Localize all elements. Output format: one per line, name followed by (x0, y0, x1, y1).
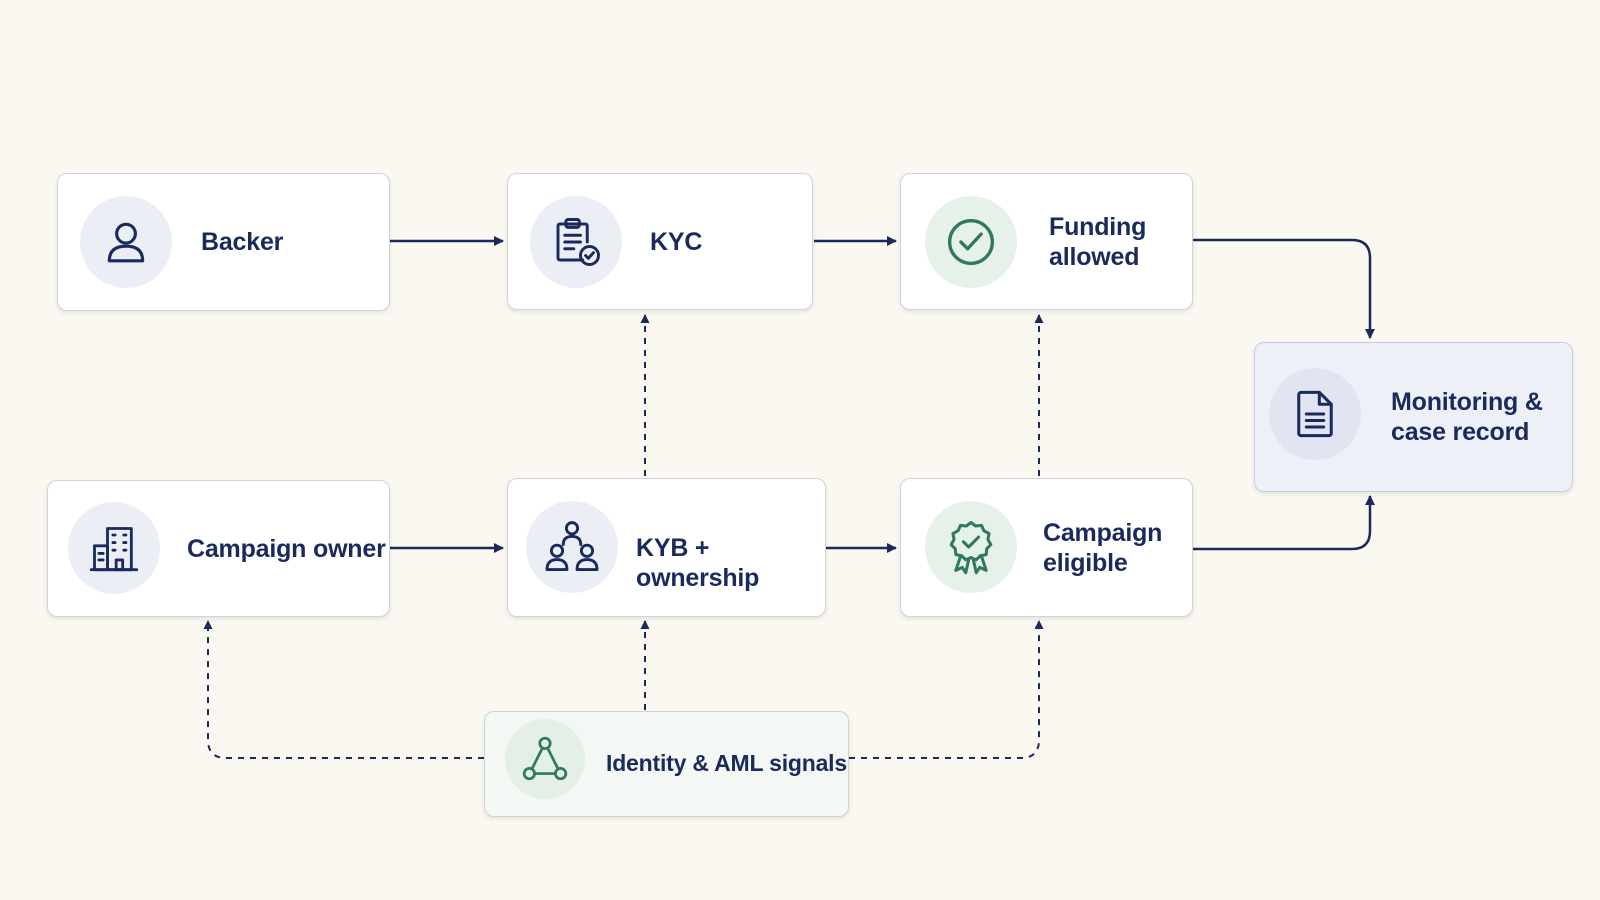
node-backer[interactable]: Backer (57, 173, 390, 311)
node-label: KYC (650, 228, 703, 256)
node-campaign-owner[interactable]: Campaign owner (47, 480, 390, 617)
network-triangle-icon (505, 719, 585, 799)
check-circle-icon (925, 196, 1017, 288)
node-label: Identity & AML signals (606, 750, 847, 776)
edge-campaign-eligible-to-monitoring (1193, 495, 1375, 551)
people-group-icon (526, 501, 618, 593)
node-kyb-ownership[interactable]: KYB + ownership (507, 478, 826, 617)
node-monitoring-case-record[interactable]: Monitoring & case record (1254, 342, 1573, 492)
node-label: Backer (201, 228, 284, 256)
node-label: Funding allowed (1049, 213, 1147, 271)
node-kyc[interactable]: KYC (507, 173, 813, 310)
node-identity-aml-signals[interactable]: Identity & AML signals (484, 711, 849, 817)
document-icon (1269, 368, 1361, 460)
node-label: KYB + ownership (636, 534, 760, 592)
clipboard-check-icon (530, 196, 622, 288)
node-funding-allowed[interactable]: Funding allowed (900, 173, 1193, 310)
building-icon (68, 502, 160, 594)
user-icon (80, 196, 172, 288)
node-campaign-eligible[interactable]: Campaign eligible (900, 478, 1193, 617)
node-label: Monitoring & case record (1391, 388, 1543, 446)
edge-funding-allowed-to-monitoring (1193, 238, 1375, 339)
award-badge-icon (925, 501, 1017, 593)
node-label: Campaign eligible (1043, 519, 1163, 577)
edge-signals-to-campaign-owner-dashed (203, 620, 484, 759)
node-label: Campaign owner (187, 535, 386, 563)
edge-signals-to-campaign-eligible-dashed (849, 620, 1044, 759)
